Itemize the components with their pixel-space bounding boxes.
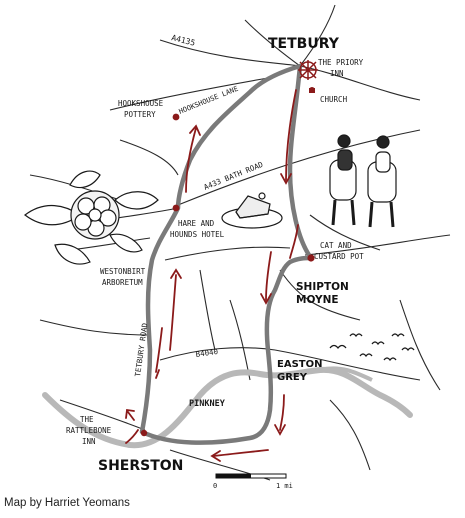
place-rattlebone-line1: THE: [80, 415, 94, 424]
place-easton-line1: EASTON: [277, 359, 322, 370]
birds-illustration: [329, 333, 415, 362]
place-priory-inn-line1: THE PRIORY: [318, 58, 364, 67]
place-hookshouse-pottery-line2: POTTERY: [124, 110, 156, 119]
minor-roads: [29, 4, 451, 481]
place-tetbury: TETBURY: [268, 36, 340, 52]
place-hare-hounds-line1: HARE AND: [178, 219, 215, 228]
place-easton-line2: GREY: [277, 372, 308, 383]
place-hookshouse-pottery-line1: HOOKSHOUSE: [118, 99, 164, 108]
flower-illustration: [24, 170, 159, 265]
church-icon: [309, 88, 315, 93]
place-rattlebone-line2: RATTLEBONE: [66, 426, 112, 435]
place-cat-custard-line1: CAT AND: [320, 241, 352, 250]
river: [42, 366, 413, 449]
walking-route: [139, 63, 314, 445]
priory-inn-marker: [298, 60, 318, 80]
place-hare-hounds-line2: HOUNDS HOTEL: [170, 230, 225, 239]
road-label-tetbury-road: TETBURY ROAD: [133, 322, 150, 377]
place-pinkney: PINKNEY: [189, 399, 226, 409]
horse-riders-illustration: [329, 134, 397, 228]
direction-arrows: [125, 89, 299, 462]
road-label-a4135: A4135: [171, 33, 197, 48]
route-map: 0 1 mi A4135 HOOKSHOUSE LANE A433 BATH R…: [24, 4, 451, 490]
map-credit-caption: Map by Harriet Yeomans: [4, 497, 130, 509]
place-sherston: SHERSTON: [98, 458, 183, 474]
scale-bar: 0 1 mi: [213, 473, 293, 490]
place-cat-custard-line2: CUSTARD POT: [314, 252, 364, 261]
cake-illustration: [221, 192, 283, 229]
place-priory-inn-line2: INN: [330, 69, 344, 78]
place-rattlebone-line3: INN: [82, 437, 96, 446]
road-label-b4040: B4040: [195, 347, 219, 359]
place-church: CHURCH: [320, 95, 348, 104]
scale-one-label: 1 mi: [276, 482, 293, 490]
place-westonbirt-line2: ARBORETUM: [102, 278, 143, 287]
place-westonbirt-line1: WESTONBIRT: [100, 267, 146, 276]
place-shipton-line2: MOYNE: [296, 294, 339, 306]
place-shipton-line1: SHIPTON: [296, 281, 349, 293]
scale-zero-label: 0: [213, 482, 217, 490]
river-branch: [319, 366, 373, 382]
